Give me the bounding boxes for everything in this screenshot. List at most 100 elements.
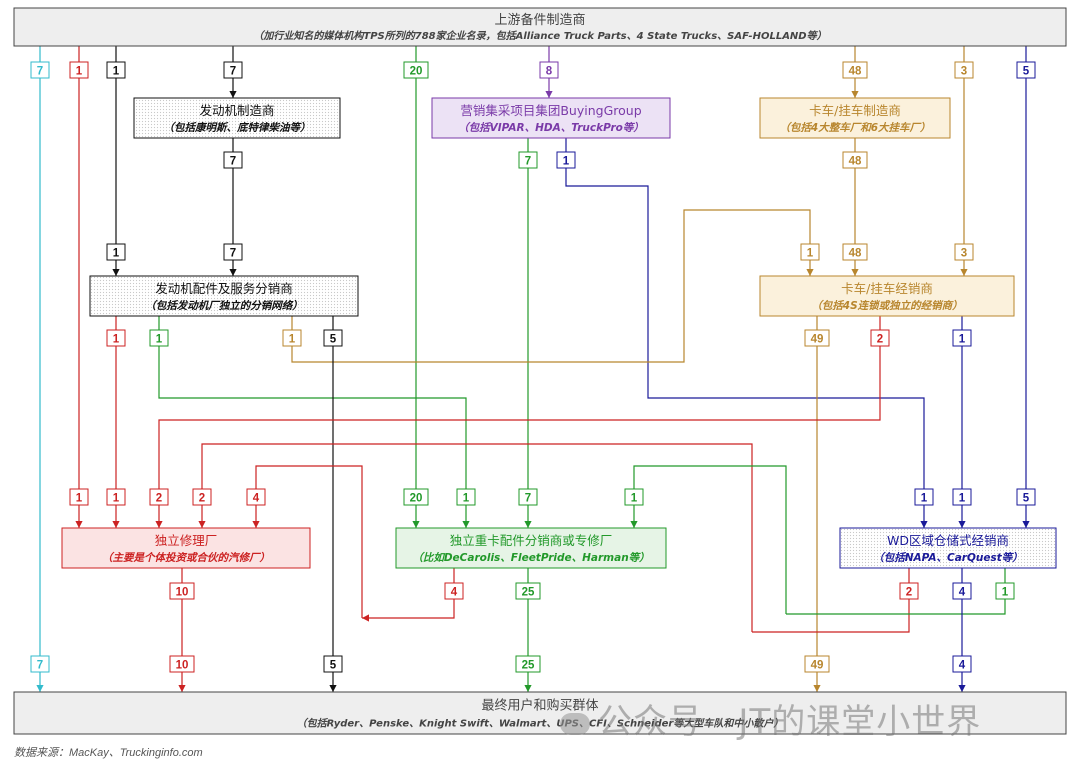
flow-cyan xyxy=(36,46,44,692)
node-subtitle: （包括NAPA、CarQuest等） xyxy=(873,551,1023,564)
node-buying-group: 营销集采项目集团BuyingGroup （包括VIPAR、HDA、TruckPro… xyxy=(431,97,671,139)
svg-text:48: 48 xyxy=(849,66,862,78)
svg-text:1: 1 xyxy=(631,493,638,505)
svg-text:1: 1 xyxy=(289,334,296,346)
svg-text:49: 49 xyxy=(811,660,824,672)
node-wd: WD区域仓储式经销商 （包括NAPA、CarQuest等） xyxy=(839,527,1057,569)
flow-red-hp xyxy=(362,568,455,622)
svg-text:5: 5 xyxy=(1023,66,1030,78)
flow-black-upstream xyxy=(112,46,120,276)
flow-label-top_purple: 8 xyxy=(539,61,559,79)
svg-text:7: 7 xyxy=(37,660,43,672)
flow-navy-bg xyxy=(565,138,928,528)
svg-text:25: 25 xyxy=(522,660,535,672)
flow-label-hp_out_green: 25 xyxy=(515,582,541,600)
svg-text:8: 8 xyxy=(546,66,553,78)
flow-label-top_black_left: 1 xyxy=(106,61,126,79)
svg-text:48: 48 xyxy=(849,248,862,260)
svg-text:4: 4 xyxy=(253,493,260,505)
flow-label-rs_out: 10 xyxy=(169,582,195,600)
svg-text:1: 1 xyxy=(113,334,120,346)
flow-label-end_orange: 49 xyxy=(804,655,830,673)
svg-text:7: 7 xyxy=(230,66,236,78)
svg-text:5: 5 xyxy=(1023,493,1030,505)
flow-label-hp_in_20: 20 xyxy=(403,488,429,506)
flow-label-ep_red: 1 xyxy=(106,329,126,347)
svg-text:25: 25 xyxy=(522,587,535,599)
flow-label-bg_green: 7 xyxy=(518,151,538,169)
svg-text:4: 4 xyxy=(959,587,966,599)
svg-text:2: 2 xyxy=(877,334,883,346)
svg-text:10: 10 xyxy=(176,587,189,599)
svg-text:7: 7 xyxy=(525,493,531,505)
flow-label-wd_out_red: 2 xyxy=(899,582,919,600)
svg-text:2: 2 xyxy=(156,493,162,505)
wechat-logo-icon xyxy=(560,712,590,735)
flow-label-td_in_3: 3 xyxy=(954,243,974,261)
node-subtitle: （包括康明斯、底特律柴油等） xyxy=(164,121,311,134)
watermark: 公众号 · JT的课堂小世界 xyxy=(560,694,981,743)
svg-text:1: 1 xyxy=(807,248,814,260)
flow-label-td_in_48: 48 xyxy=(842,243,868,261)
flow-green-upstream xyxy=(412,46,420,528)
flow-orange-dealer xyxy=(960,46,968,276)
flow-label-end_black: 5 xyxy=(323,655,343,673)
flow-label-top_orange_dealer: 3 xyxy=(954,61,974,79)
flow-label-rs_in_1a: 1 xyxy=(69,488,89,506)
flow-label-bg_navy: 1 xyxy=(556,151,576,169)
node-title: WD区域仓储式经销商 xyxy=(887,533,1009,548)
svg-text:1: 1 xyxy=(113,248,120,260)
watermark-text: 公众号 · JT的课堂小世界 xyxy=(598,702,982,742)
node-subtitle: （包括Ryder、Penske、Knight Swift、Walmart、UPS… xyxy=(297,717,784,729)
node-truck-maker: 卡车/挂车制造商（包括4大整车厂和6大挂车厂） xyxy=(759,97,951,139)
node-title: 独立修理厂 xyxy=(155,533,218,548)
node-subtitle: （包括4大整车厂和6大挂车厂） xyxy=(779,121,930,134)
svg-text:1: 1 xyxy=(1002,587,1009,599)
svg-text:5: 5 xyxy=(330,334,337,346)
node-subtitle: （比如DeCarolis、FleetPride、Harman等） xyxy=(412,551,649,564)
flow-label-td_navy: 1 xyxy=(952,329,972,347)
flow-label-wd_in_5: 5 xyxy=(1016,488,1036,506)
flow-label-wd_out_green: 1 xyxy=(995,582,1015,600)
flow-label-hp_in_1b: 1 xyxy=(624,488,644,506)
flow-red-wd xyxy=(752,568,910,633)
svg-text:1: 1 xyxy=(563,156,570,168)
svg-text:1: 1 xyxy=(76,493,83,505)
svg-text:1: 1 xyxy=(113,493,120,505)
flow-black-ep xyxy=(329,316,337,692)
svg-text:4: 4 xyxy=(451,587,458,599)
flow-red-upstream xyxy=(75,46,83,528)
flow-green-ep xyxy=(158,316,470,528)
svg-text:7: 7 xyxy=(230,248,236,260)
flow-label-end_navy: 4 xyxy=(952,655,972,673)
flow-label-rs_in_2b: 2 xyxy=(192,488,212,506)
flow-label-rs_in_1b: 1 xyxy=(106,488,126,506)
flow-orange-ep xyxy=(291,209,814,363)
node-heavy-parts: 独立重卡配件分销商或专修厂（比如DeCarolis、FleetPride、Har… xyxy=(395,527,667,569)
svg-text:7: 7 xyxy=(37,66,43,78)
flow-label-hp_in_1a: 1 xyxy=(456,488,476,506)
flow-label-wd_in_1a: 1 xyxy=(914,488,934,506)
node-subtitle: （包括VIPAR、HDA、TruckPro等） xyxy=(458,121,644,134)
flow-label-ep_orange: 1 xyxy=(282,329,302,347)
svg-text:20: 20 xyxy=(410,493,423,505)
flow-label-top_orange_truck: 48 xyxy=(842,61,868,79)
flow-label-end_red: 10 xyxy=(169,655,195,673)
node-title: 营销集采项目集团BuyingGroup xyxy=(460,103,641,118)
svg-text:3: 3 xyxy=(961,248,967,260)
flow-label-top_cyan: 7 xyxy=(30,61,50,79)
flow-label-td_red: 2 xyxy=(870,329,890,347)
svg-text:3: 3 xyxy=(961,66,967,78)
flow-green-bg xyxy=(524,138,532,528)
flow-label-wd_out_navy: 4 xyxy=(952,582,972,600)
node-title: 上游备件制造商 xyxy=(494,12,585,28)
flow-red-wd-up xyxy=(198,443,753,632)
node-engine-parts: 发动机配件及服务分销商（包括发动机厂独立的分销网络） xyxy=(89,275,359,317)
svg-text:1: 1 xyxy=(76,66,83,78)
flow-label-td_orange: 49 xyxy=(804,329,830,347)
svg-text:5: 5 xyxy=(330,660,337,672)
node-subtitle: （加行业知名的媒体机构TPS所列的788家企业名录，包括Alliance Tru… xyxy=(253,30,826,42)
flow-label-rs_in_4: 4 xyxy=(246,488,266,506)
flow-label-ep_green: 1 xyxy=(149,329,169,347)
